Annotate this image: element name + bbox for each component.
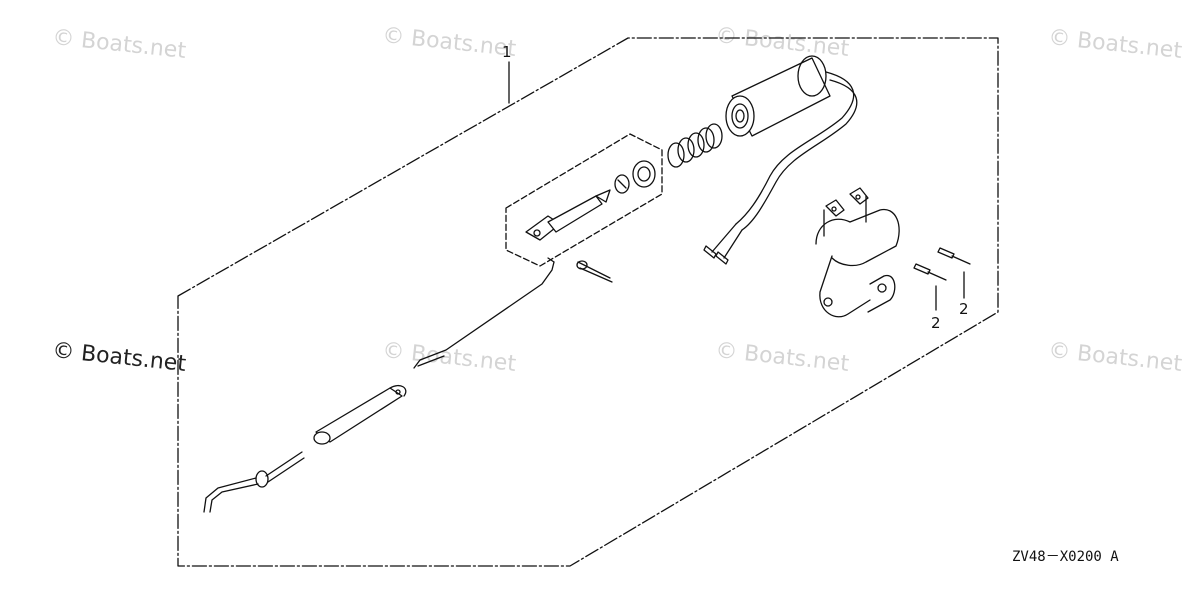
solenoid-icon [703, 55, 858, 265]
rod-end-icon [313, 384, 407, 445]
callout-number: 2 [931, 314, 941, 332]
e-clip-icon [614, 174, 630, 194]
spring-icon [667, 123, 723, 168]
screw-icon [937, 247, 971, 299]
mounting-bracket-icon [815, 187, 900, 318]
kit-outline [177, 37, 999, 567]
plunger-pin-icon [525, 189, 611, 241]
callout-number: 2 [959, 300, 969, 318]
short-rod-icon [203, 451, 305, 513]
callout-number: 1 [502, 43, 512, 61]
washer-icon [632, 160, 656, 188]
cotter-pin-icon [576, 260, 613, 283]
screw-icon [913, 263, 947, 311]
link-rod-icon [413, 257, 555, 369]
diagram-code: ZV48－X0200 A [1012, 549, 1119, 565]
subkit-outline [505, 133, 663, 267]
